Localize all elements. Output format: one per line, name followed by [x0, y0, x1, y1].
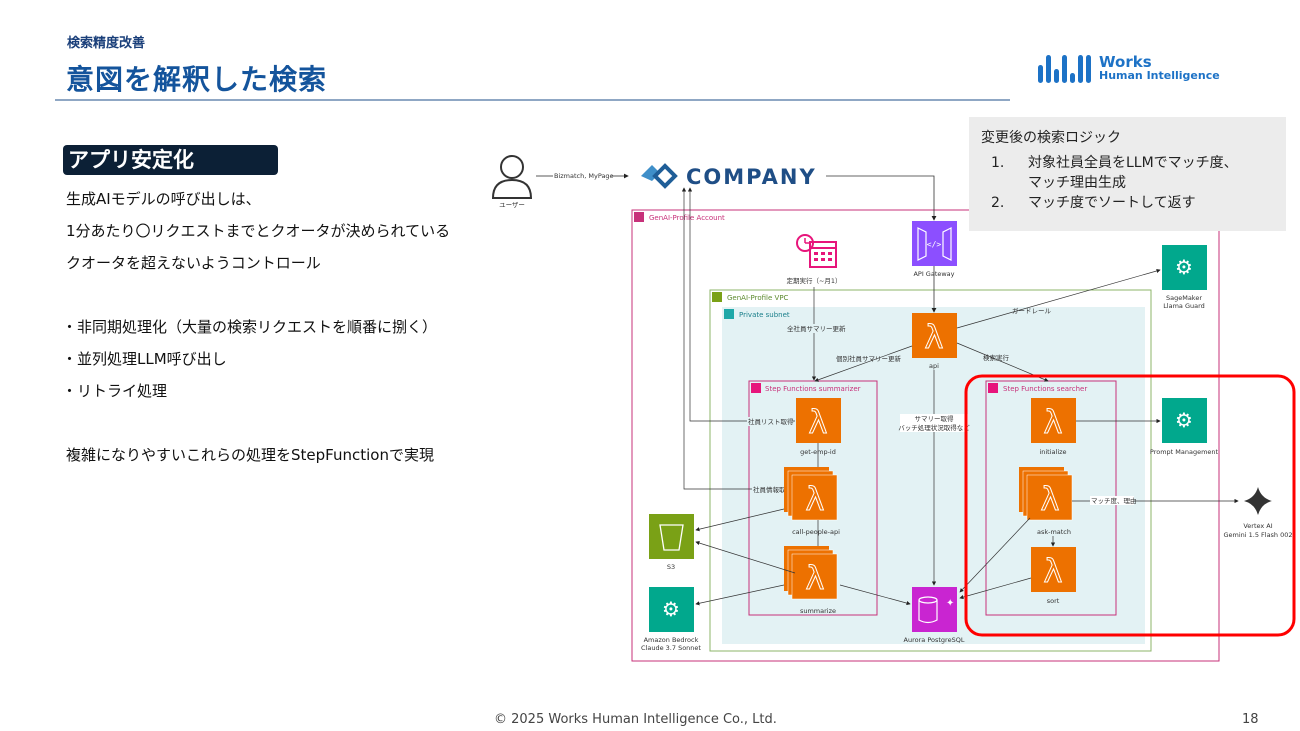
- copyright: © 2025 Works Human Intelligence Co., Ltd…: [494, 712, 777, 727]
- callout-item: 1. 対象社員全員をLLMでマッチ度、 マッチ理由生成: [991, 155, 1238, 191]
- vpc-group: [709, 289, 1152, 652]
- sagemaker-label: SageMaker: [1166, 294, 1202, 302]
- svg-text:λ: λ: [1044, 552, 1063, 590]
- section-badge: アプリ安定化: [63, 145, 278, 175]
- individual-summary-edge-label: 個別社員サマリー更新: [836, 354, 902, 363]
- lambda-icon-call-people-api: λ: [784, 467, 838, 521]
- summarizer-group-icon: [751, 383, 761, 393]
- lambda-icon-initialize: λ: [1031, 398, 1076, 443]
- bedrock-icon: [649, 587, 694, 632]
- emp-info-edge-label: 社員情報取得: [753, 485, 793, 494]
- svg-text:λ: λ: [809, 403, 828, 441]
- account-group: [631, 209, 1220, 662]
- ask-match-label: ask-match: [1037, 528, 1071, 536]
- bedrock-label: Claude 3.7 Sonnet: [641, 644, 701, 652]
- vpc-group-icon: [712, 292, 722, 302]
- svg-text:⚙: ⚙: [662, 597, 680, 621]
- bedrock-label: Amazon Bedrock: [644, 636, 699, 644]
- match-edge-label: マッチ度、理由: [1091, 496, 1137, 505]
- all-summary-edge-label: 全社員サマリー更新: [787, 324, 846, 333]
- lambda-icon-get-emp-id: λ: [796, 398, 841, 443]
- company-diamond-icon: [641, 163, 678, 189]
- sort-label: sort: [1047, 597, 1060, 605]
- user-label: ユーザー: [499, 201, 525, 209]
- svg-text:⚙: ⚙: [1175, 408, 1193, 432]
- scheduler-label: 定期実行（~月1）: [786, 276, 841, 285]
- svg-text:λ: λ: [806, 480, 825, 518]
- subnet-group-label: Private subnet: [739, 311, 790, 319]
- guardrail-edge-label: ガードレール: [1012, 306, 1052, 315]
- svg-text:λ: λ: [1044, 403, 1063, 441]
- searcher-group-label: Step Functions searcher: [1003, 385, 1087, 393]
- lambda-icon-api: λ: [912, 313, 957, 358]
- intro-line: クオータを超えないようコントロール: [66, 254, 321, 272]
- summary-fetch-edge-label: バッチ処理状況取得など: [898, 423, 970, 432]
- api-lambda-label: api: [929, 362, 939, 370]
- section-eyebrow: 検索精度改善: [67, 36, 146, 51]
- lambda-icon-sort: λ: [1031, 547, 1076, 592]
- intro-line: 1分あたり〇リクエストまでとクオータが決められている: [66, 222, 451, 240]
- svg-text:λ: λ: [925, 318, 944, 356]
- logo-bars-icon: [1038, 53, 1091, 83]
- account-group-label: GenAI-Profile Account: [649, 214, 725, 222]
- title-divider: [55, 99, 1010, 101]
- svg-text:⚙: ⚙: [1175, 255, 1193, 279]
- bullet-item: ・並列処理LLM呼び出し: [62, 350, 227, 368]
- subnet-lock-icon: [724, 309, 734, 319]
- vertex-ai-sparkle-icon: [1244, 487, 1272, 515]
- initialize-label: initialize: [1039, 448, 1066, 456]
- s3-icon: [649, 514, 694, 559]
- emp-list-edge-label: 社員リスト取得: [748, 417, 794, 426]
- callout-heading: 変更後の検索ロジック: [981, 130, 1121, 146]
- svg-text:λ: λ: [806, 559, 825, 597]
- summarize-label: summarize: [800, 607, 836, 615]
- searcher-group-icon: [988, 383, 998, 393]
- vertex-ai-label: Gemini 1.5 Flash 002: [1223, 531, 1292, 539]
- scheduler-icon: [796, 234, 837, 268]
- page-number: 18: [1242, 712, 1259, 727]
- callout-item: 2. マッチ度でソートして返す: [991, 195, 1196, 211]
- s3-label: S3: [667, 563, 675, 571]
- conclusion-text: 複雑になりやすいこれらの処理をStepFunctionで実現: [66, 446, 434, 464]
- svg-text:✦: ✦: [946, 598, 954, 609]
- company-label: COMPANY: [686, 165, 817, 189]
- logo-line-1: Works: [1099, 53, 1152, 71]
- prompt-management-icon: [1162, 398, 1207, 443]
- logic-callout: 変更後の検索ロジック 1. 対象社員全員をLLMでマッチ度、 マッチ理由生成 2…: [969, 117, 1286, 231]
- summarizer-group: [748, 380, 878, 616]
- intro-line: 生成AIモデルの呼び出しは、: [66, 190, 261, 208]
- highlight-box: [964, 374, 1296, 637]
- account-group-icon: [634, 212, 644, 222]
- page-title: 意図を解釈した検索: [66, 63, 328, 96]
- svg-text:λ: λ: [1041, 480, 1060, 518]
- lambda-icon-summarize: λ: [784, 546, 838, 600]
- call-people-api-label: call-people-api: [792, 528, 840, 536]
- logo-line-2: Human Intelligence: [1099, 69, 1220, 82]
- vpc-group-label: GenAI-Profile VPC: [727, 294, 789, 302]
- vertex-ai-label: Vertex AI: [1243, 522, 1272, 530]
- bullet-item: ・非同期処理化（大量の検索リクエストを順番に捌く）: [62, 318, 438, 336]
- prompt-management-label: Prompt Management: [1150, 448, 1219, 456]
- lambda-icon-ask-match: λ: [1019, 467, 1073, 521]
- company-logo: Works Human Intelligence: [1038, 53, 1220, 83]
- summarizer-group-label: Step Functions summarizer: [765, 385, 861, 393]
- bullet-item: ・リトライ処理: [62, 382, 168, 400]
- svg-text:</>: </>: [927, 240, 942, 249]
- sagemaker-icon: [1162, 245, 1207, 290]
- search-exec-edge-label: 検索実行: [983, 353, 1010, 362]
- sagemaker-label: Llama Guard: [1163, 302, 1205, 310]
- user-edge-label: Bizmatch, MyPage: [554, 172, 614, 180]
- user-icon: [491, 155, 533, 199]
- summary-fetch-edge-label: サマリー取得: [915, 414, 955, 423]
- aurora-label: Aurora PostgreSQL: [904, 636, 965, 644]
